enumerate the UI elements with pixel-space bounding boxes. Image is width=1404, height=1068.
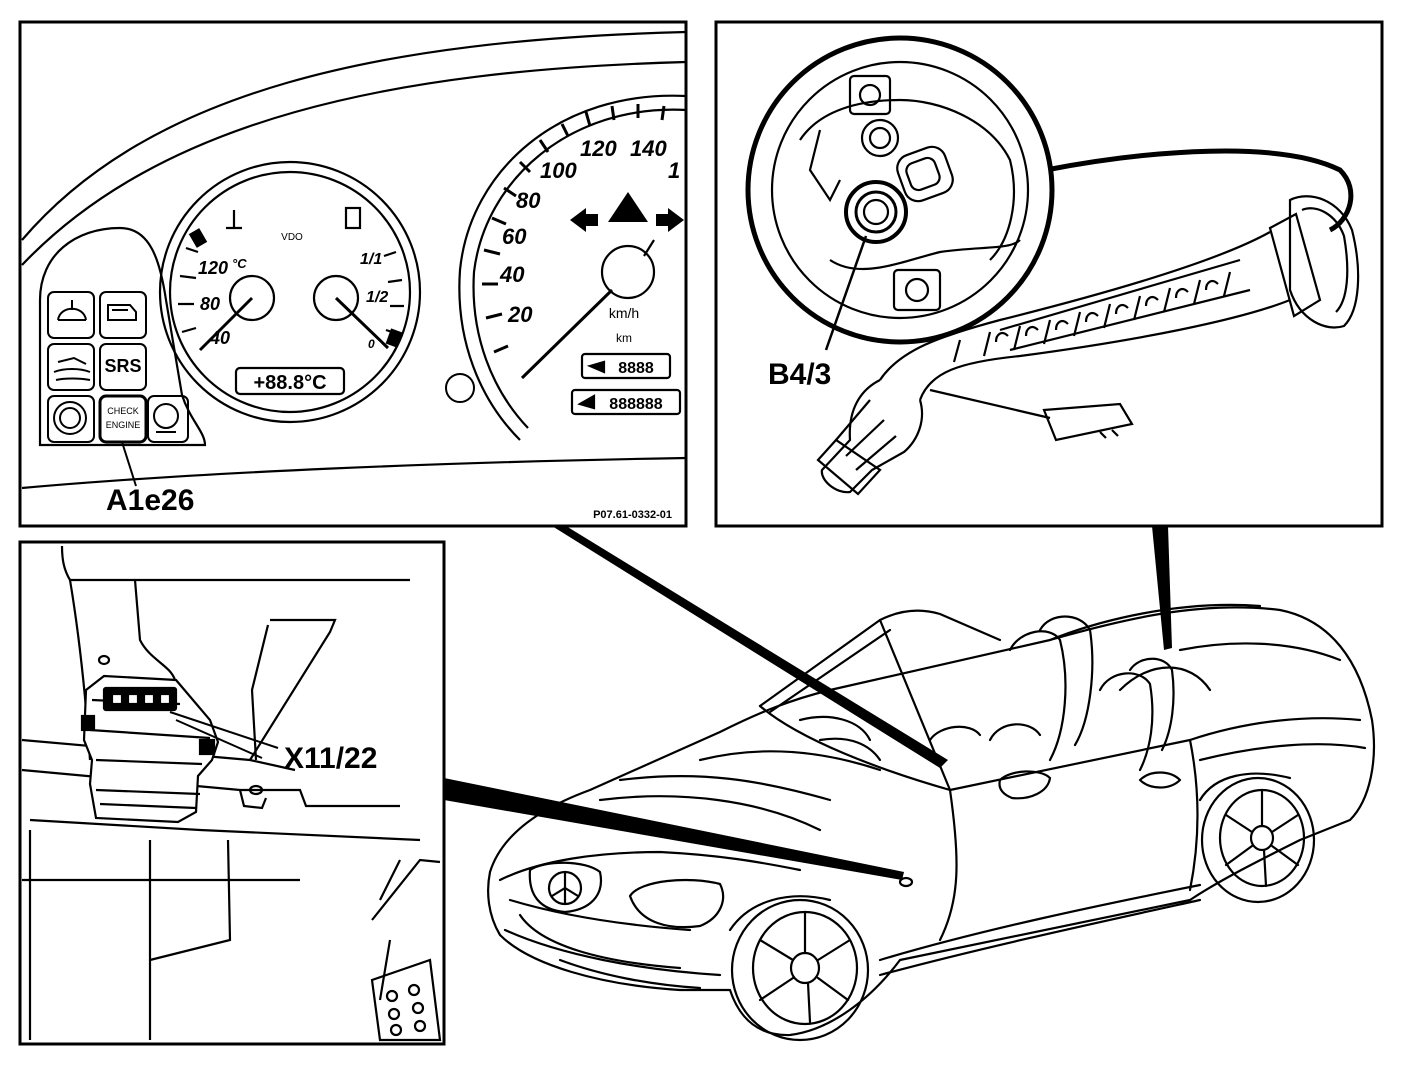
temp-fuel-gauge [158, 160, 422, 424]
pedal [370, 958, 442, 1042]
hazard-triangle-icon [608, 192, 648, 222]
fuel-tick-empty: 0 [368, 337, 375, 351]
callout-x11-22: X11/22 [284, 742, 377, 775]
srs-label: SRS [104, 356, 141, 376]
speed-tick-140: 140 [630, 136, 667, 161]
speed-tick-60: 60 [502, 224, 527, 249]
panel-connector-x11-22: X11/22 [18, 540, 446, 1046]
panel-sensor-b4-3: B4/3 [714, 20, 1384, 528]
temp-display: +88.8°C [253, 372, 326, 394]
turn-left-icon [570, 208, 598, 232]
connector-x11-22-part [80, 674, 220, 824]
fuel-sender-assembly [816, 195, 1360, 496]
trip-display: 8888 [618, 360, 654, 377]
speed-tick-partial: 1 [668, 158, 680, 183]
speed-tick-80: 80 [516, 188, 541, 213]
temp-tick-unit: °C [232, 256, 247, 271]
panel-instrument-cluster: SRS CHECK ENGINE A1e26 120 °C 80 40 VDO … [18, 20, 688, 528]
odo-unit: km [616, 331, 632, 345]
speedometer [458, 94, 687, 441]
odo-display: 888888 [609, 396, 662, 413]
check-engine-label-line2: ENGINE [106, 420, 141, 430]
car-illustration [487, 603, 1375, 1042]
leader-b4-3 [1152, 526, 1172, 650]
temp-tick-40: 40 [209, 328, 230, 348]
speed-tick-100: 100 [540, 158, 577, 183]
brand-vdo: VDO [281, 232, 303, 243]
speed-tick-20: 20 [507, 302, 533, 327]
speed-unit: km/h [609, 305, 639, 321]
callout-line-x11-22 [169, 711, 279, 759]
check-engine-label-line1: CHECK [107, 406, 139, 416]
speed-tick-120: 120 [580, 136, 617, 161]
temp-tick-80: 80 [200, 294, 220, 314]
speed-tick-40: 40 [499, 262, 525, 287]
callout-line-b4-3 [824, 235, 868, 351]
indicator-lamp [445, 373, 475, 403]
fuel-tick-half: 1/2 [366, 289, 388, 306]
callout-line-a1e26 [121, 441, 137, 487]
magnifier-circle [745, 35, 1055, 345]
figure-code: P07.61-0332-01 [593, 509, 672, 521]
callout-b4-3: B4/3 [768, 358, 831, 391]
leader-x11-22 [444, 778, 904, 880]
temp-tick-120: 120 [198, 258, 228, 278]
leader-cluster [552, 526, 948, 768]
callout-a1e26: A1e26 [106, 484, 194, 517]
turn-right-icon [656, 208, 684, 232]
fuel-tick-full: 1/1 [360, 251, 382, 268]
